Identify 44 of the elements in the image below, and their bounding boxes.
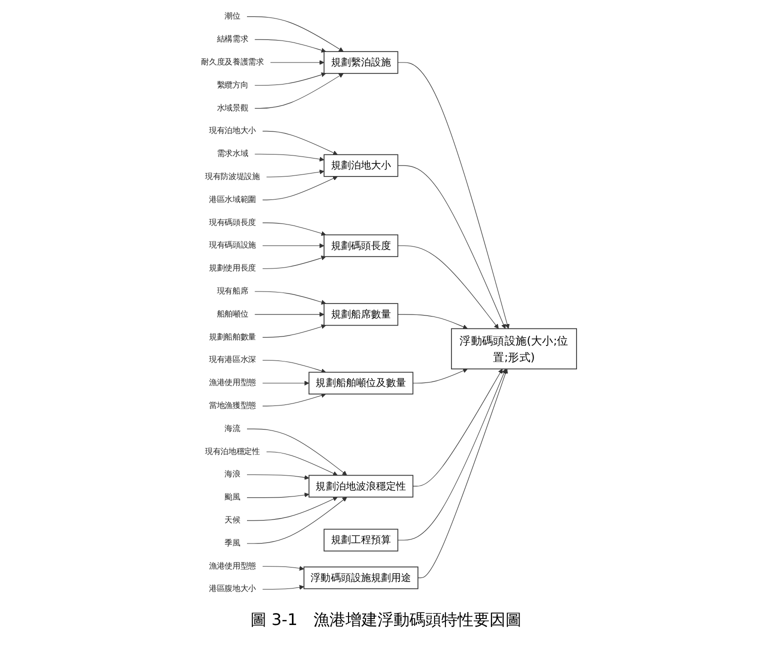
arrow bbox=[255, 39, 327, 53]
arrow bbox=[247, 496, 338, 521]
arrow bbox=[398, 165, 506, 329]
node-box: 規劃船席數量 bbox=[324, 303, 399, 326]
arrow bbox=[247, 16, 344, 52]
figure-caption: 圖 3-1 漁港增建浮動碼頭特性要因圖 bbox=[249, 610, 523, 631]
arrow bbox=[270, 60, 325, 65]
arrow bbox=[262, 360, 327, 374]
arrow bbox=[398, 314, 468, 330]
arrow bbox=[247, 428, 348, 476]
arrow bbox=[247, 496, 348, 544]
node-box: 浮動碼頭設施規劃用途 bbox=[304, 566, 419, 590]
node-box: 規劃碼頭長度 bbox=[324, 234, 399, 258]
arrow bbox=[262, 130, 338, 156]
arrow bbox=[262, 256, 327, 269]
arrow bbox=[398, 62, 510, 329]
node-box: 浮動碼頭設施(大小;位置;形式) bbox=[452, 328, 578, 370]
arrow bbox=[413, 368, 468, 384]
arrow bbox=[413, 368, 504, 486]
node-box: 規劃泊地大小 bbox=[324, 154, 399, 177]
arrow bbox=[398, 245, 500, 329]
node-box: 規劃泊地波浪穩定性 bbox=[309, 474, 414, 498]
arrow bbox=[262, 324, 327, 338]
arrow bbox=[247, 474, 310, 480]
arrow bbox=[262, 393, 327, 406]
arrow bbox=[255, 73, 344, 109]
arrow bbox=[255, 154, 325, 162]
arrow bbox=[262, 176, 338, 200]
arrow bbox=[262, 584, 305, 590]
arrow bbox=[262, 566, 305, 571]
arrow bbox=[247, 492, 310, 498]
arrow bbox=[255, 312, 325, 317]
arrow bbox=[262, 222, 327, 236]
arrow bbox=[255, 291, 327, 305]
arrow bbox=[262, 380, 310, 386]
arrow bbox=[266, 452, 338, 476]
node-box: 規劃繫泊設施 bbox=[324, 51, 399, 74]
arrow bbox=[255, 72, 327, 86]
arrow bbox=[266, 170, 325, 178]
node-box: 規劃工程預算 bbox=[324, 528, 399, 552]
arrow bbox=[398, 368, 507, 540]
arrow bbox=[418, 368, 508, 578]
node-box: 規劃船舶噸位及數量 bbox=[309, 372, 414, 394]
arrow bbox=[262, 243, 325, 248]
